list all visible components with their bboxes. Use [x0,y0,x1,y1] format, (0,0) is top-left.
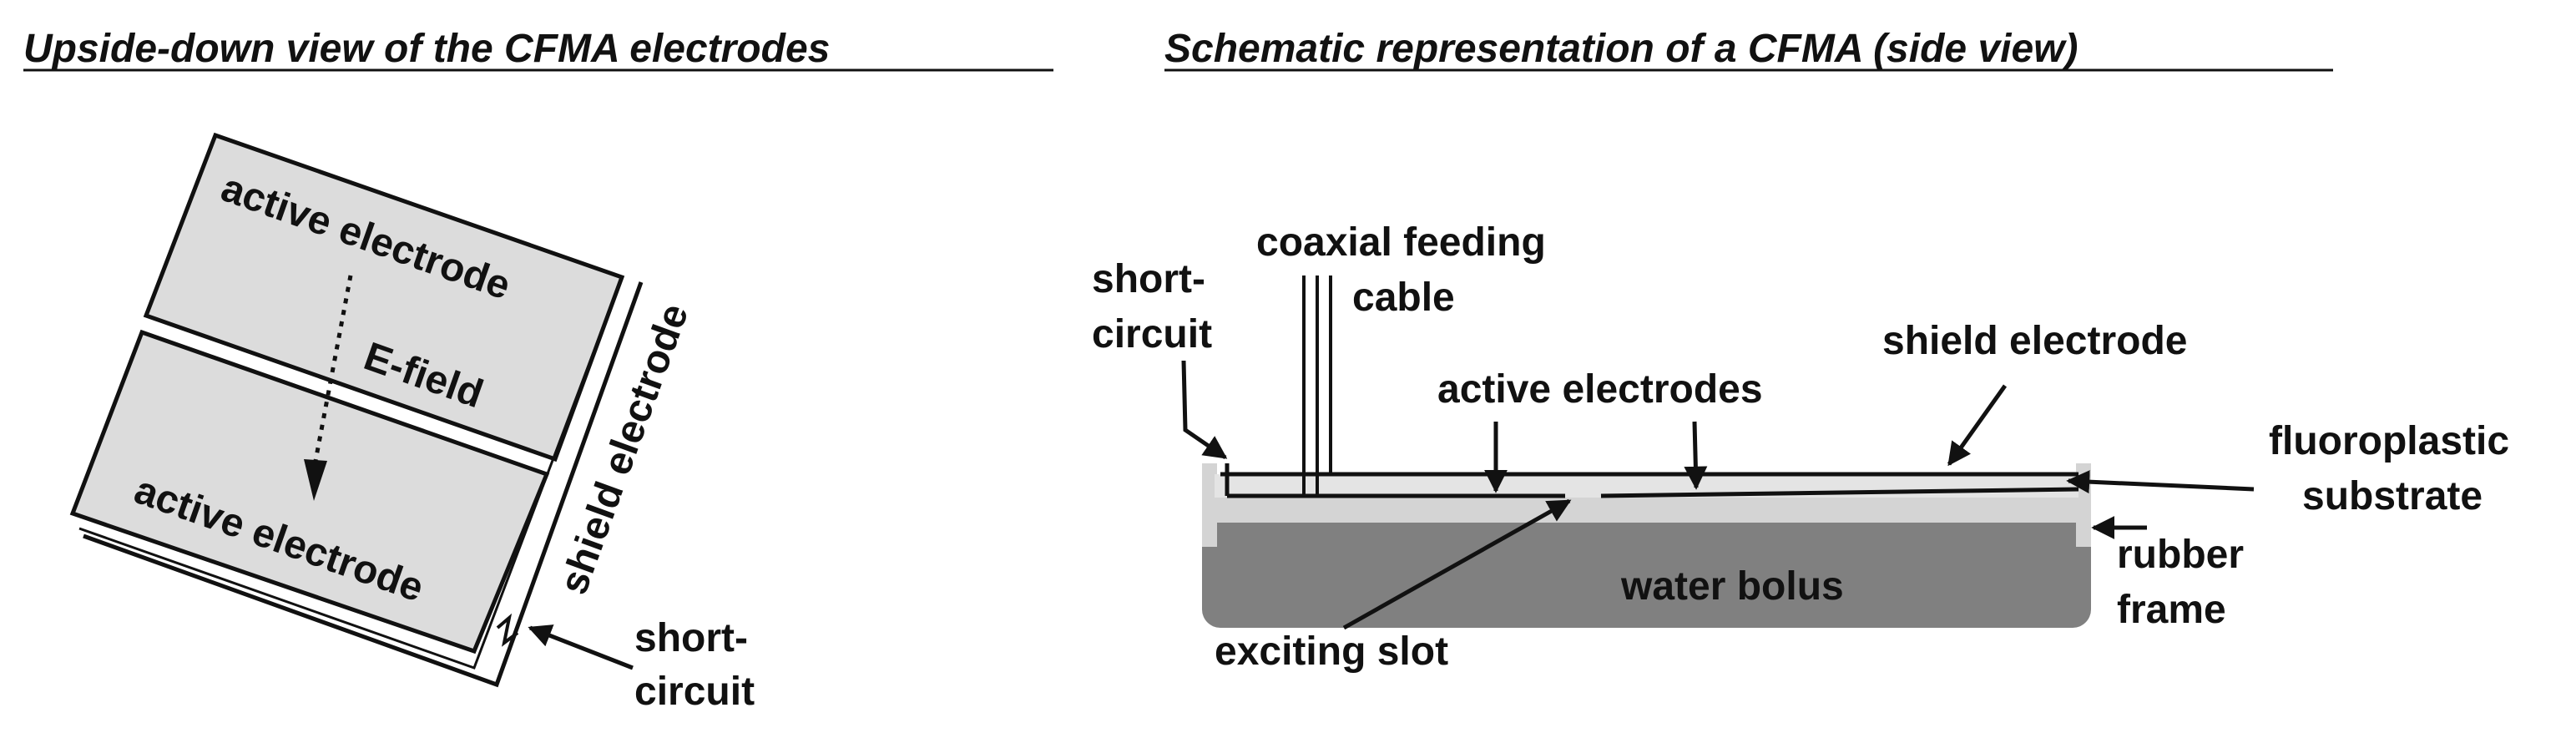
rubber-frame-top [1202,498,2091,523]
rubber-frame-left [1202,463,1217,547]
active-electrode-right-line [1600,487,2079,498]
short-circuit-notch [496,613,519,647]
short-circuit-label-right-line1: short- [1092,257,1205,301]
left-panel: Upside-down view of the CFMA electrodes … [23,27,1053,714]
active-electrode-bottom-shape [69,329,550,655]
short-circuit-label-left-line1: short- [634,616,748,660]
exciting-slot-label: exciting slot [1215,629,1448,674]
fluoroplastic-arrow [2066,470,2255,494]
active-electrodes-label: active electrodes [1437,367,1763,412]
short-circuit-arrow-right [1181,360,1228,460]
right-panel: Schematic representation of a CFMA (side… [1092,27,2509,674]
water-bolus-shape [1202,518,2091,628]
shield-electrode-line-outer [83,281,644,688]
coaxial-cable-label-line2: cable [1352,276,1455,320]
coaxial-cable-label-line1: coaxial feeding [1256,220,1546,265]
rubber-frame-label-line1: rubber [2117,533,2244,577]
e-field-arrow-line [313,275,353,462]
water-bolus-label: water bolus [1620,564,1844,609]
exciting-slot-arrow [1342,498,1572,630]
short-circuit-label-left-line2: circuit [634,670,755,714]
left-panel-title: Upside-down view of the CFMA electrodes [23,27,830,71]
right-panel-title: Schematic representation of a CFMA (side… [1164,27,2078,71]
shield-electrode-label-right: shield electrode [1882,319,2187,363]
e-field-arrow-head [304,459,327,501]
shield-electrode-line-inner [78,276,624,670]
fluoroplastic-label-line1: fluoroplastic [2269,419,2509,463]
active-electrodes-arrow-right [1684,421,1708,490]
short-circuit-arrow-left [528,624,634,670]
short-circuit-label-right-line2: circuit [1092,312,1212,356]
active-electrode-top-shape [143,132,625,463]
shield-electrode-arrow [1947,384,2008,467]
fluoroplastic-label-line2: substrate [2302,474,2483,518]
rubber-frame-label-line2: frame [2117,588,2226,632]
